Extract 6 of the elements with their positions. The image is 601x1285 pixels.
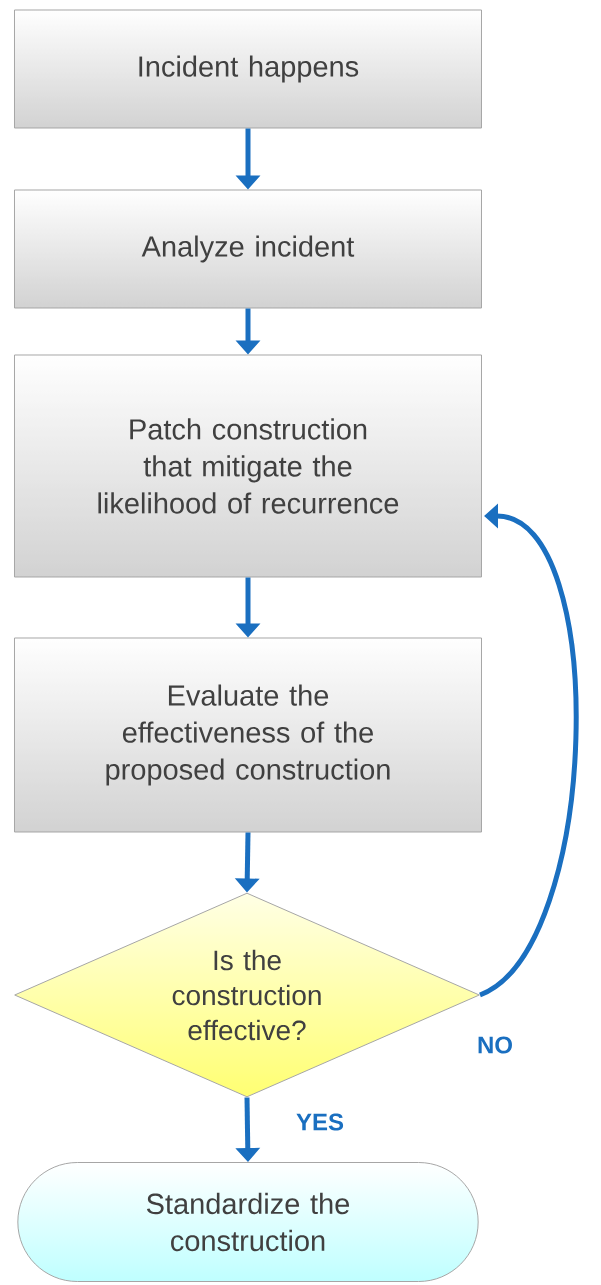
process-box: Evaluate the effectiveness of the proposed construction (14, 637, 482, 833)
process-box: Patch construction that mitigate the likelihood of recurrence (14, 354, 482, 578)
process-box: Analyze incident (14, 189, 482, 309)
process-box: Incident happens (14, 9, 482, 129)
terminal-box: Standardize the construction (17, 1162, 479, 1282)
edge-label: YES (294, 1111, 346, 1133)
